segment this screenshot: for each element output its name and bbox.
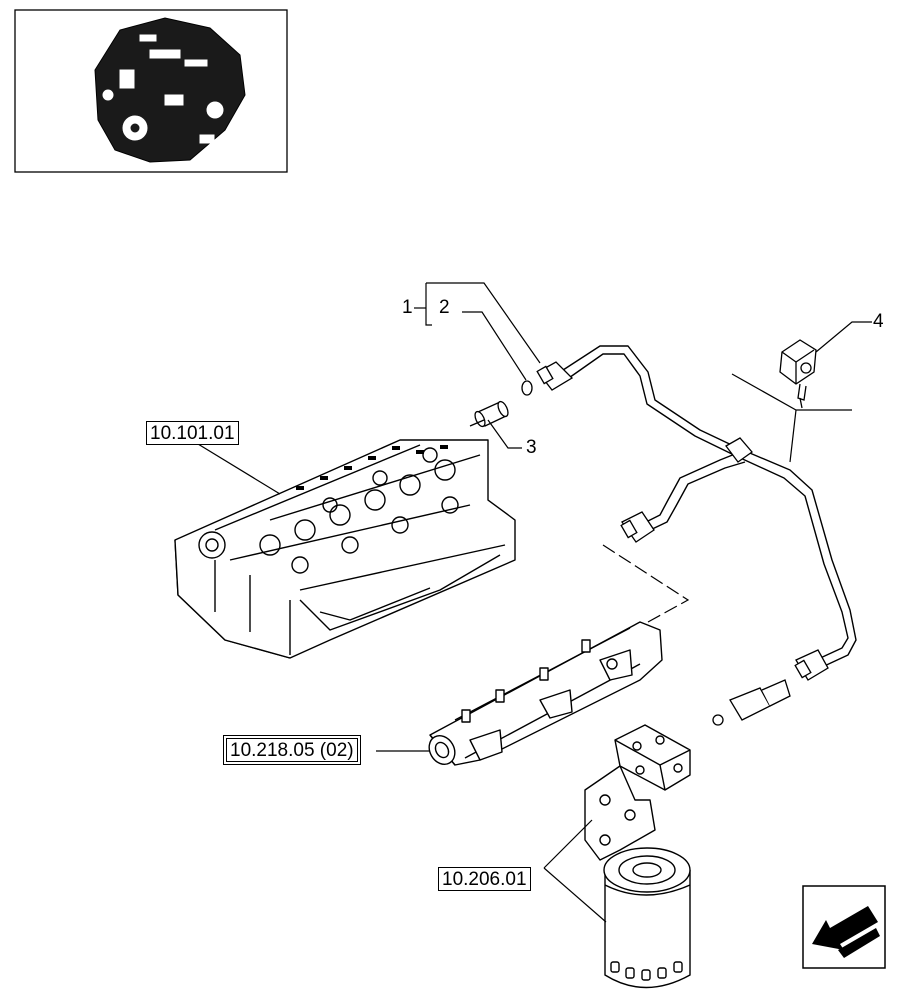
o-ring [521,380,533,396]
fuel-filter [603,847,691,989]
ref-fuel-filter[interactable]: 10.206.01 [438,867,531,891]
fuel-rail [428,621,663,766]
pipe-connector [536,361,829,681]
filter-bracket [584,724,691,861]
back-arrow-icon[interactable] [802,885,886,969]
fuel-return-pipe [559,345,857,669]
callout-2: 2 [439,297,450,318]
ref-fuel-rail[interactable]: 10.218.05 (02) [223,735,361,765]
cylinder-head [174,439,516,659]
ref-cylinder-head[interactable]: 10.101.01 [146,421,239,445]
callout-1: 1 [402,297,413,318]
relief-valve [712,679,791,726]
dashed-leader [602,544,690,623]
callout-4: 4 [873,311,884,332]
adapter-fitting [469,400,509,428]
tee-connector [725,437,753,463]
callout-3: 3 [526,437,537,458]
engine-thumbnail-icon[interactable] [14,9,288,173]
leader-lines [197,282,872,923]
pressure-sensor [779,339,817,409]
